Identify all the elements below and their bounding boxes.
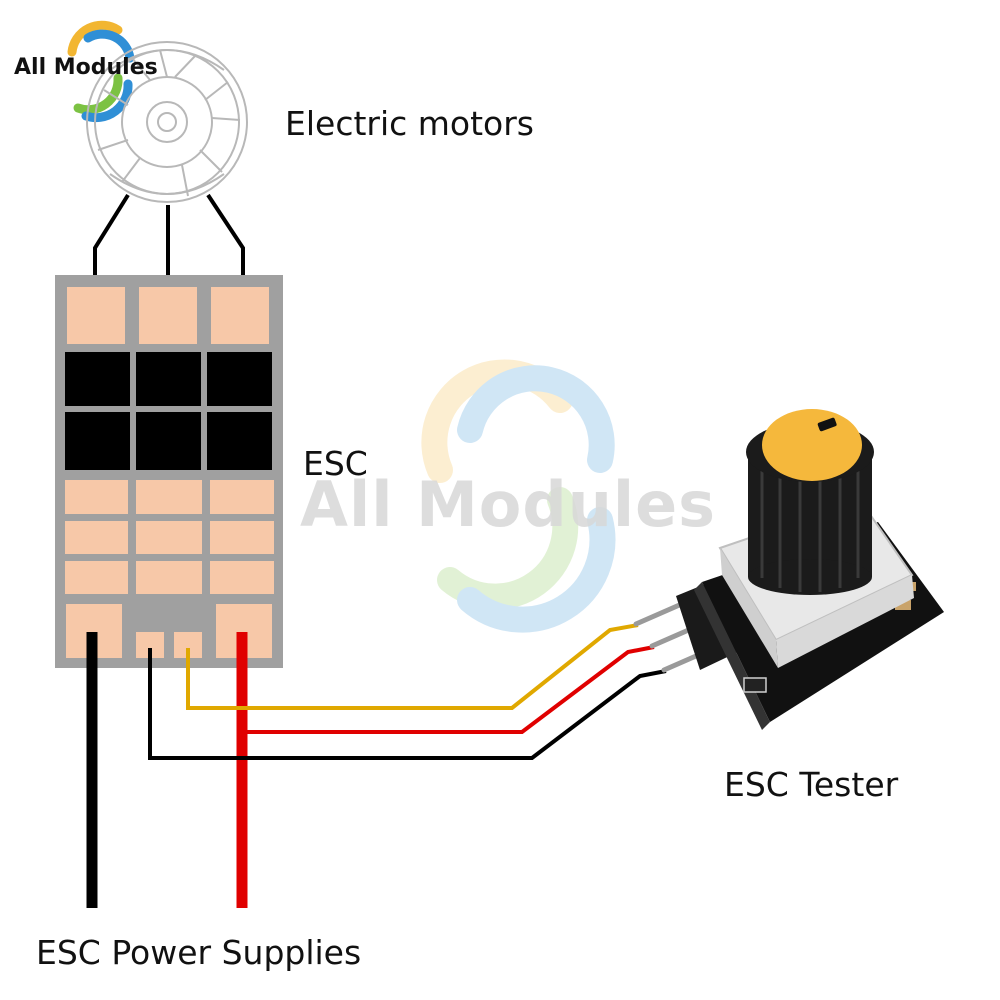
- logo-text: All Modules: [14, 55, 158, 80]
- label-esc: ESC: [303, 444, 368, 483]
- motor-icon: [86, 41, 248, 203]
- signal-wire-yellow: [186, 623, 639, 710]
- label-electric-motors: Electric motors: [285, 104, 534, 143]
- watermark-icon: [421, 359, 616, 633]
- watermark-text: All Modules: [300, 468, 717, 541]
- signal-wire-black: [148, 648, 667, 760]
- label-esc-tester: ESC Tester: [724, 765, 899, 804]
- label-esc-power-supplies: ESC Power Supplies: [36, 933, 362, 972]
- signal-wire-red: [243, 645, 655, 734]
- esc-board: [55, 275, 283, 668]
- esc-tester-icon: [633, 409, 944, 730]
